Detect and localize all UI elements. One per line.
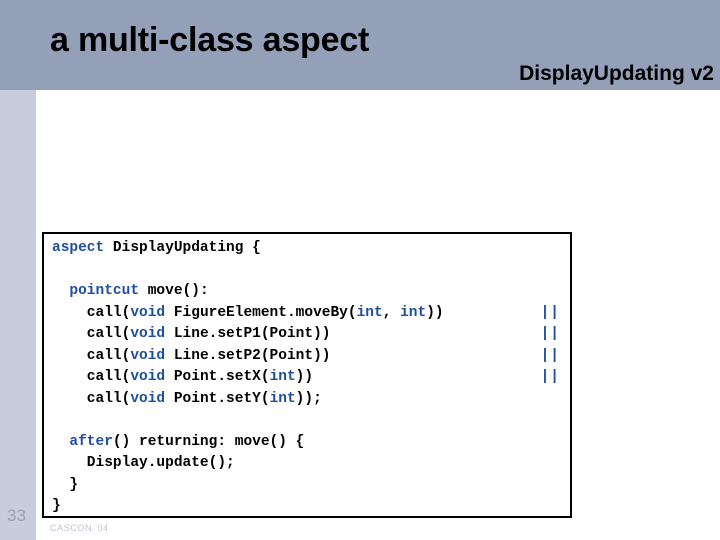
code-keyword: after (69, 433, 113, 450)
code-text: call( (52, 369, 131, 385)
code-text: Line.setP1(Point)) (165, 326, 331, 342)
code-keyword: void (130, 304, 166, 321)
code-line: call(void FigureElement.moveBy(int, int)… (52, 303, 566, 325)
left-accent-strip (0, 90, 36, 540)
code-line (52, 410, 566, 432)
code-line (52, 260, 566, 282)
code-keyword: int (269, 369, 296, 385)
slide-subtitle: DisplayUpdating v2 (519, 62, 714, 85)
code-text: FigureElement.moveBy( (165, 304, 357, 321)
code-listing-box: aspect DisplayUpdating { pointcut move()… (42, 232, 572, 518)
code-text: Line.setP2(Point)) (165, 347, 331, 364)
code-text: move(): (147, 283, 209, 299)
code-keyword: pointcut (69, 283, 148, 299)
slide-header-band (0, 0, 720, 90)
code-line: call(void Point.setY(int)); (52, 389, 566, 411)
code-keyword: int (356, 304, 383, 321)
code-text: Display.update(); (52, 455, 235, 471)
code-text: } (52, 498, 61, 514)
code-keyword: int (269, 390, 296, 407)
code-line: aspect DisplayUpdating { (52, 238, 566, 260)
code-text: () returning: move() { (112, 433, 305, 450)
code-line: } (52, 475, 566, 497)
code-or-operator: || (540, 347, 560, 364)
code-keyword: void (130, 369, 166, 385)
code-keyword: int (400, 304, 427, 321)
code-listing-content: aspect DisplayUpdating { pointcut move()… (52, 238, 566, 516)
code-text: Point.setY( (165, 390, 270, 407)
page-title: a multi-class aspect (50, 21, 370, 59)
code-keyword: void (130, 326, 166, 342)
code-text: } (52, 476, 79, 493)
code-text: , (382, 304, 401, 321)
code-text: call( (52, 390, 131, 407)
code-text (52, 434, 69, 450)
code-line: call(void Point.setX(int)) || (52, 367, 566, 389)
code-text: )); (295, 390, 322, 407)
code-text: )) (295, 369, 314, 385)
code-line: pointcut move(): (52, 281, 566, 303)
code-line: call(void Line.setP1(Point)) || (52, 324, 566, 346)
slide-number: 33 (7, 506, 26, 525)
code-keyword: void (130, 347, 166, 364)
code-or-operator: || (540, 369, 560, 385)
footer-conference-label: CASCON '04 (50, 523, 109, 533)
code-text: )) (426, 304, 444, 321)
code-text (52, 283, 69, 299)
code-line: Display.update(); (52, 453, 566, 475)
code-line: call(void Line.setP2(Point)) || (52, 346, 566, 368)
code-text: DisplayUpdating { (112, 240, 261, 256)
code-text: call( (52, 347, 131, 364)
code-or-operator: || (540, 326, 560, 342)
code-text: call( (52, 304, 131, 321)
code-or-operator: || (540, 304, 560, 321)
code-line: after() returning: move() { (52, 432, 566, 454)
code-text: call( (52, 326, 131, 342)
code-line: } (52, 496, 566, 516)
code-keyword: aspect (52, 240, 113, 256)
code-text: Point.setX( (165, 369, 270, 385)
code-keyword: void (130, 390, 166, 407)
